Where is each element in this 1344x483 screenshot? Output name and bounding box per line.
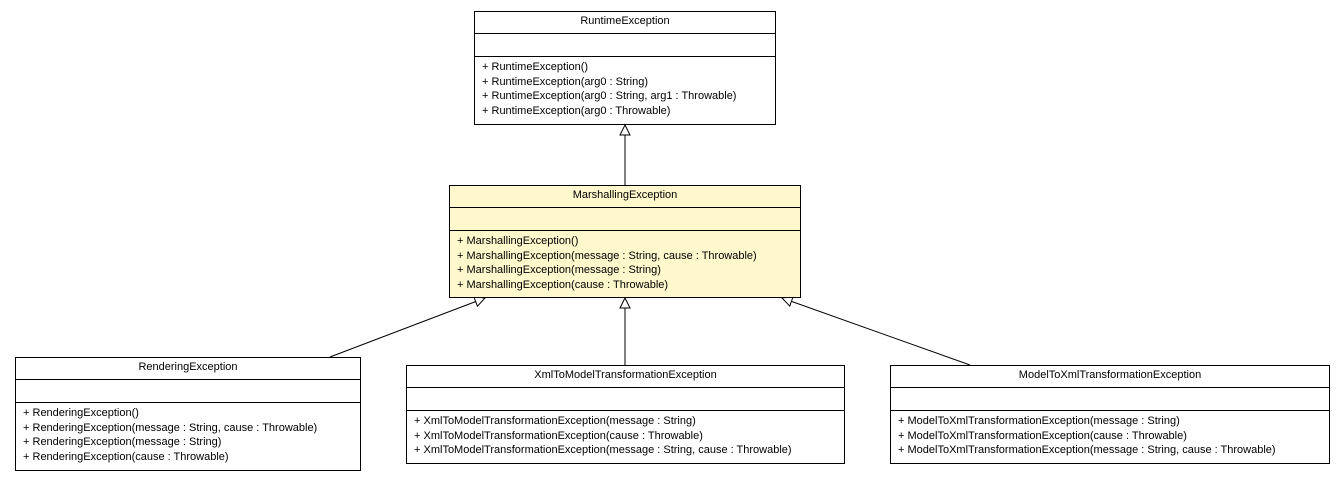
operations-section: + MarshallingException()+ MarshallingExc… (450, 231, 800, 293)
class-name: RuntimeException (475, 12, 775, 34)
class-marshalling-exception[interactable]: MarshallingException + MarshallingExcept… (449, 185, 801, 298)
operation-row: + MarshallingException() (457, 234, 800, 249)
operation-signature: MarshallingException(message : String) (466, 264, 661, 277)
class-xml-to-model-transformation-exception[interactable]: XmlToModelTransformationException + XmlT… (406, 365, 845, 464)
operation-row: + MarshallingException(message : String,… (457, 249, 800, 264)
visibility-marker: + (414, 415, 421, 427)
operations-section: + RenderingException()+ RenderingExcepti… (16, 403, 360, 465)
operation-signature: RenderingException(message : String) (32, 436, 222, 449)
attributes-section (16, 380, 360, 403)
operation-signature: XmlToModelTransformationException(messag… (423, 444, 792, 457)
visibility-marker: + (23, 421, 30, 434)
attributes-section (450, 208, 800, 231)
operation-signature: RuntimeException() (491, 61, 589, 73)
visibility-marker: + (898, 444, 905, 457)
visibility-marker: + (23, 407, 30, 419)
operation-signature: MarshallingException(message : String, c… (466, 249, 757, 262)
attributes-section (407, 388, 844, 411)
visibility-marker: + (414, 429, 421, 442)
class-name: MarshallingException (450, 186, 800, 208)
operation-row: + MarshallingException(cause : Throwable… (457, 278, 800, 293)
visibility-marker: + (482, 75, 489, 88)
operation-row: + XmlToModelTransformationException(mess… (414, 443, 844, 458)
operation-row: + RenderingException(cause : Throwable) (23, 450, 360, 465)
operation-row: + RuntimeException(arg0 : Throwable) (482, 104, 775, 119)
operation-signature: RenderingException(message : String, cau… (32, 421, 318, 434)
operation-row: + ModelToXmlTransformationException(mess… (898, 414, 1329, 429)
operation-row: + RuntimeException() (482, 60, 775, 75)
class-runtime-exception[interactable]: RuntimeException + RuntimeException()+ R… (474, 11, 776, 125)
operation-signature: XmlToModelTransformationException(cause … (423, 429, 703, 442)
class-model-to-xml-transformation-exception[interactable]: ModelToXmlTransformationException + Mode… (890, 365, 1330, 464)
visibility-marker: + (457, 279, 464, 292)
visibility-marker: + (898, 429, 905, 442)
operation-signature: ModelToXmlTransformationException(messag… (907, 415, 1180, 427)
attributes-section (891, 388, 1329, 411)
class-name: RenderingException (16, 358, 360, 380)
operations-section: + RuntimeException()+ RuntimeException(a… (475, 57, 775, 119)
operation-row: + RenderingException(message : String) (23, 435, 360, 450)
edge-rendering-to-marshalling (329, 298, 485, 358)
operation-row: + RenderingException(message : String, c… (23, 421, 360, 436)
operation-row: + RuntimeException(arg0 : String) (482, 75, 775, 90)
operation-row: + RuntimeException(arg0 : String, arg1 :… (482, 89, 775, 104)
class-name: ModelToXmlTransformationException (891, 366, 1329, 388)
operation-signature: RuntimeException(arg0 : Throwable) (491, 105, 671, 118)
operation-signature: RenderingException(cause : Throwable) (32, 451, 229, 464)
operation-signature: MarshallingException(cause : Throwable) (466, 279, 669, 292)
operation-row: + ModelToXmlTransformationException(mess… (898, 443, 1329, 458)
operations-section: + XmlToModelTransformationException(mess… (407, 411, 844, 458)
operation-row: + XmlToModelTransformationException(mess… (414, 414, 844, 429)
visibility-marker: + (457, 235, 464, 247)
operation-row: + ModelToXmlTransformationException(caus… (898, 429, 1329, 444)
visibility-marker: + (23, 451, 30, 464)
edge-modeltoxml-to-marshalling (782, 298, 971, 366)
visibility-marker: + (414, 444, 421, 457)
operation-signature: XmlToModelTransformationException(messag… (423, 415, 696, 427)
operation-signature: RuntimeException(arg0 : String) (491, 75, 649, 88)
operation-signature: RenderingException() (32, 407, 139, 419)
operation-signature: ModelToXmlTransformationException(messag… (907, 444, 1276, 457)
operation-signature: RuntimeException(arg0 : String, arg1 : T… (491, 90, 737, 103)
visibility-marker: + (457, 249, 464, 262)
visibility-marker: + (482, 61, 489, 73)
operation-signature: ModelToXmlTransformationException(cause … (907, 429, 1187, 442)
visibility-marker: + (898, 415, 905, 427)
operation-row: + RenderingException() (23, 406, 360, 421)
visibility-marker: + (23, 436, 30, 449)
visibility-marker: + (482, 105, 489, 118)
operation-row: + MarshallingException(message : String) (457, 263, 800, 278)
operation-signature: MarshallingException() (466, 235, 579, 247)
visibility-marker: + (457, 264, 464, 277)
class-name: XmlToModelTransformationException (407, 366, 844, 388)
attributes-section (475, 34, 775, 57)
visibility-marker: + (482, 90, 489, 103)
class-rendering-exception[interactable]: RenderingException + RenderingException(… (15, 357, 361, 471)
operation-row: + XmlToModelTransformationException(caus… (414, 429, 844, 444)
operations-section: + ModelToXmlTransformationException(mess… (891, 411, 1329, 458)
